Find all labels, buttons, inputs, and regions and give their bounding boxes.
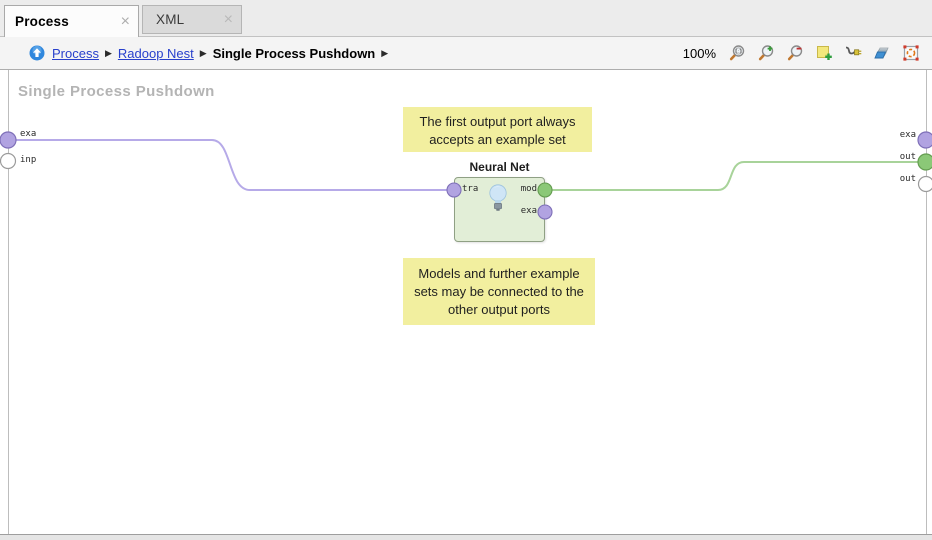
tab-process[interactable]: Process × xyxy=(4,5,139,37)
wire-exa-to-tra[interactable] xyxy=(8,139,448,191)
close-icon[interactable]: × xyxy=(223,10,233,28)
canvas-right-wall xyxy=(926,70,927,534)
wire-mod-to-out[interactable] xyxy=(552,161,919,191)
lightbulb-icon xyxy=(487,183,509,218)
note-line: sets may be connected to the xyxy=(414,284,584,299)
breadcrumb-separator-icon: ▶ xyxy=(104,47,112,58)
canvas-title: Single Process Pushdown xyxy=(18,83,215,100)
svg-text:1:1: 1:1 xyxy=(735,49,742,54)
tab-process-label: Process xyxy=(15,14,69,29)
note-line: The first output port always xyxy=(419,114,576,129)
process-output-port-out2[interactable] xyxy=(917,175,932,193)
note-line: Models and further example xyxy=(418,266,580,281)
add-note-icon[interactable] xyxy=(815,44,833,62)
close-icon[interactable]: × xyxy=(120,12,130,30)
canvas-toolbar: 100% 1:1 xyxy=(683,44,932,62)
sticky-note[interactable]: Models and further example sets may be c… xyxy=(403,258,595,325)
auto-wire-icon[interactable] xyxy=(844,44,862,62)
note-line: accepts an example set xyxy=(429,132,566,147)
fit-to-view-icon[interactable] xyxy=(902,44,920,62)
breadcrumb-separator-icon: ▶ xyxy=(381,47,389,58)
process-canvas[interactable]: Single Process Pushdown exa inp exa out … xyxy=(0,70,932,534)
note-line: other output ports xyxy=(448,302,550,317)
breadcrumb-item-current: Single Process Pushdown xyxy=(212,45,376,61)
zoom-out-icon[interactable] xyxy=(786,44,804,62)
operator-title: Neural Net xyxy=(469,160,530,174)
breadcrumb-separator-icon: ▶ xyxy=(199,47,207,58)
sticky-note[interactable]: The first output port always accepts an … xyxy=(403,107,592,152)
arrange-operators-icon[interactable] xyxy=(873,44,891,62)
operator-port-tra[interactable] xyxy=(446,182,462,198)
zoom-level: 100% xyxy=(682,45,716,61)
operator-port-label-tra: tra xyxy=(462,184,479,194)
operator-port-label-exa: exa xyxy=(520,206,537,216)
process-input-port-exa[interactable] xyxy=(0,131,17,149)
tab-bar: Process × XML × xyxy=(0,0,932,37)
left-port-label-inp: inp xyxy=(20,155,37,165)
canvas-left-wall xyxy=(8,70,9,534)
breadcrumb-item-process[interactable]: Process xyxy=(52,45,99,61)
operator-port-exa[interactable] xyxy=(537,204,553,220)
process-output-port-out1[interactable] xyxy=(917,153,932,171)
tab-xml[interactable]: XML × xyxy=(142,5,242,34)
right-port-label-out1: out xyxy=(899,152,916,162)
breadcrumb-bar: Process ▶ Radoop Nest ▶ Single Process P… xyxy=(0,37,932,70)
process-input-port-inp[interactable] xyxy=(0,152,17,170)
zoom-in-icon[interactable] xyxy=(757,44,775,62)
tab-xml-label: XML xyxy=(156,12,185,27)
right-port-label-out2: out xyxy=(899,174,916,184)
zoom-reset-icon[interactable]: 1:1 xyxy=(728,44,746,62)
operator-port-mod[interactable] xyxy=(537,182,553,198)
right-port-label-exa: exa xyxy=(899,130,916,140)
bottom-scroll-strip[interactable] xyxy=(0,534,932,540)
navigate-up-icon[interactable] xyxy=(29,45,45,61)
breadcrumb-item-radoop-nest[interactable]: Radoop Nest xyxy=(117,45,194,61)
left-port-label-exa: exa xyxy=(20,129,37,139)
process-output-port-exa[interactable] xyxy=(917,131,932,149)
operator-port-label-mod: mod xyxy=(520,184,537,194)
